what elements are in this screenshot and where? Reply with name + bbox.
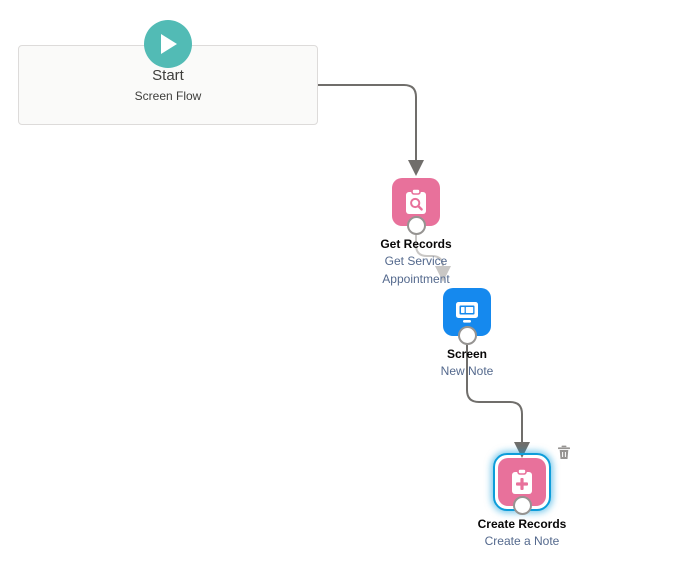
play-icon[interactable] [144, 20, 192, 68]
trash-icon[interactable] [556, 444, 572, 460]
flow-node-create-records[interactable]: Create Records Create a Note [478, 445, 570, 548]
start-node-labels: Start Screen Flow [18, 45, 318, 125]
connector-handle[interactable] [406, 216, 426, 235]
start-subtitle: Screen Flow [134, 88, 202, 103]
connector-arrow-get-records [408, 160, 424, 176]
connector-get-records-to-screen [415, 232, 444, 268]
connector-handle[interactable] [457, 326, 477, 345]
connector-start-to-get-records [318, 84, 417, 160]
connector-screen-to-create-records [466, 336, 523, 442]
connector-arrow-screen [435, 266, 451, 282]
connector-arrow-create-records [514, 442, 530, 458]
connector-handle[interactable] [512, 496, 532, 515]
start-title: Start [152, 66, 184, 84]
flow-node-screen[interactable]: Screen New Note [441, 288, 493, 378]
flow-node-get-records[interactable]: Get Records Get Service Appointment [380, 178, 452, 286]
